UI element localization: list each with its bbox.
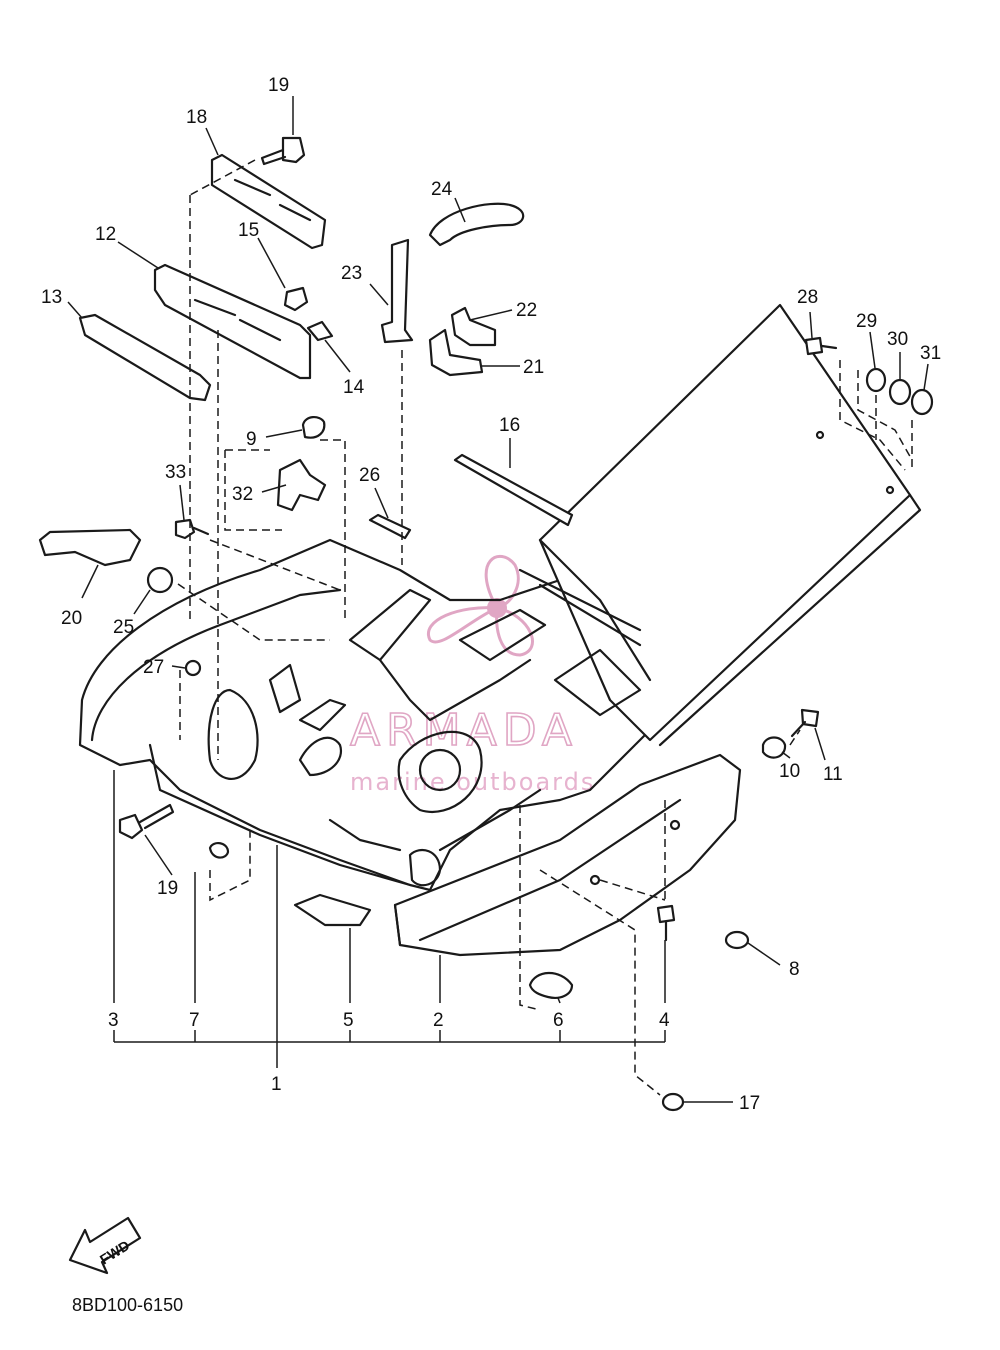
callout-27: 27 — [143, 657, 164, 678]
callout-33: 33 — [165, 462, 186, 483]
handle-part-24 — [428, 202, 525, 247]
screw-part-4 — [656, 904, 676, 942]
callout-1: 1 — [271, 1074, 282, 1095]
part-code: 8BD100-6150 — [72, 1295, 183, 1315]
callout-24: 24 — [431, 179, 453, 200]
grommet-part-25 — [146, 566, 174, 594]
fwd-arrow-icon: FWD — [68, 1216, 142, 1275]
callout-12: 12 — [95, 224, 116, 245]
callout-21: 21 — [523, 357, 544, 378]
callout-22: 22 — [516, 300, 537, 321]
grommet-part-15 — [283, 286, 309, 312]
callout-13: 13 — [41, 287, 62, 308]
grommet-part-10 — [761, 736, 787, 759]
plug-part-7 — [208, 842, 230, 859]
callout-16: 16 — [499, 415, 520, 436]
block-part-22 — [450, 306, 497, 347]
callout-2: 2 — [433, 1010, 444, 1031]
bottom-cowling-part — [78, 538, 662, 892]
callout-17: 17 — [739, 1093, 760, 1114]
callout-18: 18 — [186, 107, 207, 128]
callout-10: 10 — [779, 761, 800, 782]
plug-part-17 — [661, 1092, 685, 1112]
bracket-part-5 — [293, 893, 372, 927]
grip-part-13 — [78, 313, 212, 402]
screw-part-11 — [790, 708, 820, 738]
callout-11: 11 — [823, 764, 843, 785]
screw-part-28 — [804, 336, 838, 356]
block-part-21 — [428, 328, 484, 377]
callout-20: 20 — [61, 608, 82, 629]
side-cover-part — [393, 753, 742, 957]
callout-31: 31 — [920, 343, 941, 364]
clip-part-6 — [528, 971, 574, 999]
nut-part-31 — [910, 388, 934, 416]
pad-part-26 — [368, 513, 412, 540]
callout-28: 28 — [797, 287, 818, 308]
callout-7: 7 — [189, 1010, 200, 1031]
callout-32: 32 — [232, 484, 253, 505]
callout-5: 5 — [343, 1010, 354, 1031]
callout-3: 3 — [108, 1010, 119, 1031]
bracket-part-18 — [210, 153, 327, 250]
cover-part-20 — [38, 528, 142, 567]
callout-19b: 19 — [157, 878, 178, 899]
bolt-part-19-lower — [118, 803, 175, 840]
callout-6: 6 — [553, 1010, 564, 1031]
strip-part-16 — [453, 453, 574, 527]
grommet-part-27 — [184, 659, 202, 677]
callout-9: 9 — [246, 429, 257, 450]
grommet-part-9 — [301, 416, 326, 439]
leader-lines — [67, 96, 929, 1103]
screw-part-33 — [174, 518, 210, 540]
callout-19a: 19 — [268, 75, 289, 96]
plate-part-12 — [153, 263, 312, 380]
callout-26: 26 — [359, 465, 380, 486]
watermark-brand: ARMADA — [350, 705, 578, 756]
plug-part-8 — [724, 930, 750, 950]
callouts: 1 2 3 4 5 6 7 8 9 10 11 12 13 14 15 16 1… — [41, 75, 941, 1114]
bracket-part-32 — [276, 458, 327, 512]
callout-29: 29 — [856, 311, 877, 332]
callout-4: 4 — [659, 1010, 670, 1031]
clip-part-14 — [306, 320, 334, 342]
collar-part-30 — [888, 378, 912, 406]
washer-part-29 — [865, 367, 887, 393]
callout-30: 30 — [887, 329, 908, 350]
assembly-lines — [177, 159, 913, 1096]
watermark-logo-icon — [426, 554, 534, 657]
callout-23: 23 — [341, 263, 362, 284]
bolt-part-19-top — [260, 136, 306, 166]
callout-25: 25 — [113, 617, 134, 638]
callout-8: 8 — [789, 959, 800, 980]
callout-15: 15 — [238, 220, 259, 241]
handle-arm-part — [518, 303, 922, 747]
callout-14: 14 — [343, 377, 365, 398]
rod-part-23 — [380, 238, 414, 344]
